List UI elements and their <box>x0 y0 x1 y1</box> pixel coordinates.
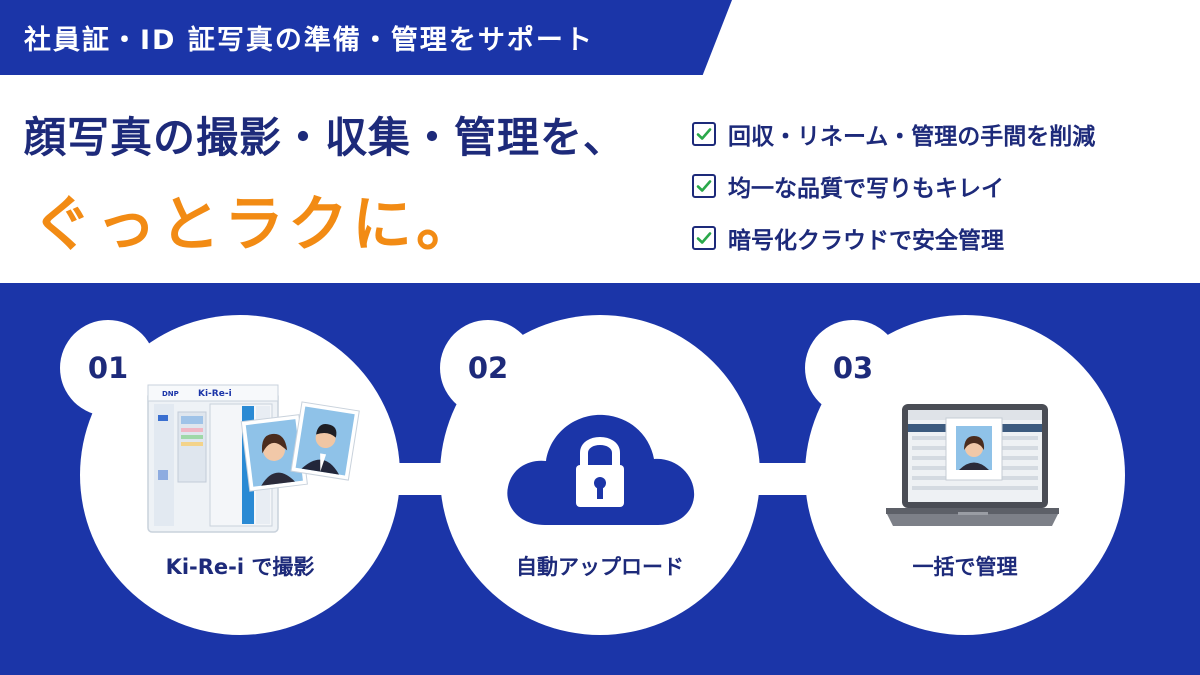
benefit-text: 回収・リネーム・管理の手間を削減 <box>728 124 1096 150</box>
benefit-item: 回収・リネーム・管理の手間を削減 <box>692 108 1095 160</box>
booth-brand-text: Ki-Re-i <box>198 389 232 399</box>
checkbox-icon <box>692 174 716 198</box>
benefit-list: 回収・リネーム・管理の手間を削減 均一な品質で写りもキレイ 暗号化クラウドで安全… <box>692 108 1095 264</box>
photo-booth-illustration: Ki-Re-i DNP <box>147 384 360 533</box>
booth-maker-text: DNP <box>162 390 179 398</box>
headline-line2: ぐっとラクに。 <box>32 190 480 260</box>
step-label-3: 一括で管理 <box>912 555 1018 579</box>
benefit-item: 均一な品質で写りもキレイ <box>692 160 1095 212</box>
id-photo-icon <box>240 414 308 492</box>
step-number-3: 03 <box>805 320 901 416</box>
id-photo-icon <box>290 401 360 481</box>
checkbox-icon <box>692 122 716 146</box>
banner-ribbon: 社員証・ID 証写真の準備・管理をサポート <box>0 0 732 75</box>
benefit-item: 暗号化クラウドで安全管理 <box>692 212 1095 264</box>
headline-line1: 顔写真の撮影・収集・管理を、 <box>24 113 627 162</box>
laptop-icon <box>886 404 1059 526</box>
cloud-lock-icon <box>507 414 695 525</box>
banner-text: 社員証・ID 証写真の準備・管理をサポート <box>24 25 594 56</box>
benefit-text: 均一な品質で写りもキレイ <box>728 176 1004 202</box>
benefit-text: 暗号化クラウドで安全管理 <box>728 228 1004 254</box>
step-label-1: Ki-Re-i で撮影 <box>165 555 315 579</box>
step-label-2: 自動アップロード <box>516 555 684 579</box>
step-number-2: 02 <box>440 320 536 416</box>
checkbox-icon <box>692 226 716 250</box>
step-number-1: 01 <box>60 320 156 416</box>
